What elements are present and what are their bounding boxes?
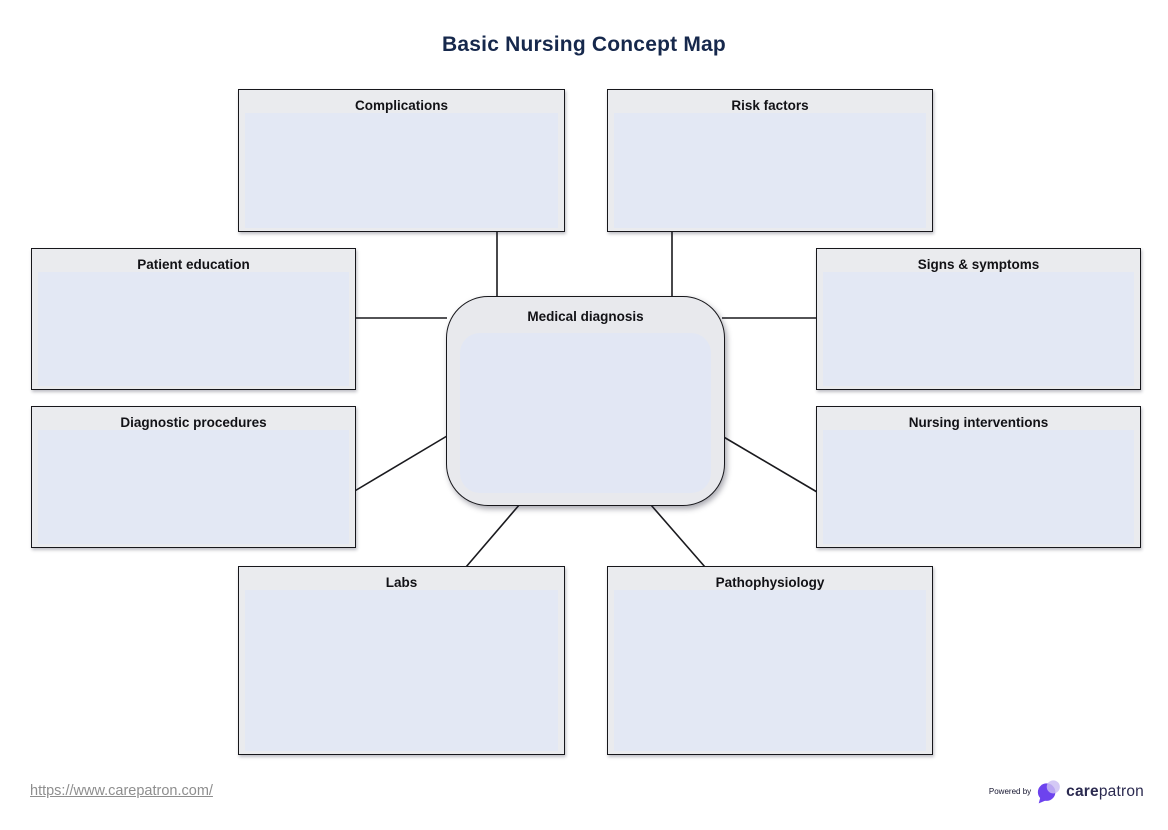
node-blank-field — [38, 430, 349, 544]
node-blank-field — [460, 333, 711, 493]
node-nursing-interventions: Nursing interventions — [816, 406, 1141, 548]
carepatron-logo-icon — [1038, 780, 1060, 804]
node-blank-field — [245, 113, 558, 228]
node-label: Pathophysiology — [715, 575, 825, 590]
node-blank-field — [245, 590, 558, 751]
connector-pathophysiology — [650, 504, 706, 568]
powered-by-badge: Powered by carepatron — [989, 779, 1144, 804]
node-blank-field — [38, 272, 349, 386]
node-patient-education: Patient education — [31, 248, 356, 390]
node-label: Risk factors — [731, 98, 809, 113]
node-label: Diagnostic procedures — [120, 415, 267, 430]
node-signs-symptoms: Signs & symptoms — [816, 248, 1141, 390]
node-pathophysiology: Pathophysiology — [607, 566, 933, 755]
page-title: Basic Nursing Concept Map — [442, 33, 726, 56]
connector-nursing-interventions — [721, 435, 818, 493]
node-label: Signs & symptoms — [917, 257, 1040, 272]
carepatron-wordmark: carepatron — [1066, 783, 1144, 801]
node-medical-diagnosis: Medical diagnosis — [446, 296, 725, 506]
connector-labs — [465, 503, 521, 568]
node-blank-field — [614, 113, 926, 228]
node-label: Patient education — [137, 257, 250, 272]
connector-diagnostic-procedures — [352, 435, 448, 493]
wordmark-patron: patron — [1098, 782, 1144, 800]
node-complications: Complications — [238, 89, 565, 232]
node-risk-factors: Risk factors — [607, 89, 933, 232]
node-label: Nursing interventions — [908, 415, 1049, 430]
node-label: Labs — [385, 575, 418, 590]
powered-by-label: Powered by — [988, 787, 1032, 796]
node-labs: Labs — [238, 566, 565, 755]
wordmark-care: care — [1066, 782, 1099, 800]
node-label: Complications — [354, 98, 448, 113]
node-diagnostic-procedures: Diagnostic procedures — [31, 406, 356, 548]
carepatron-url-link[interactable]: https://www.carepatron.com/ — [30, 783, 213, 799]
node-blank-field — [823, 430, 1134, 544]
node-label: Medical diagnosis — [527, 309, 644, 324]
node-blank-field — [823, 272, 1134, 386]
node-blank-field — [614, 590, 926, 751]
